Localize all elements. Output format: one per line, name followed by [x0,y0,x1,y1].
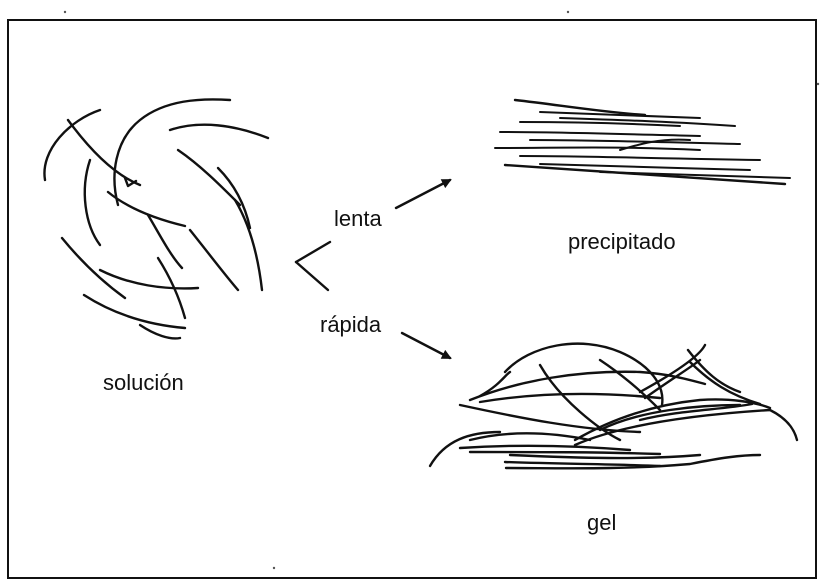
gel-network [430,344,797,469]
solution-label: solución [103,372,184,394]
solution-chains [44,99,268,338]
scan-specks [64,11,819,569]
fast-pathway-label: rápida [320,314,381,336]
gel-label: gel [587,512,616,534]
precipitate-label: precipitado [568,231,676,253]
precipitate-strands [495,100,790,184]
slow-pathway-label: lenta [334,208,382,230]
